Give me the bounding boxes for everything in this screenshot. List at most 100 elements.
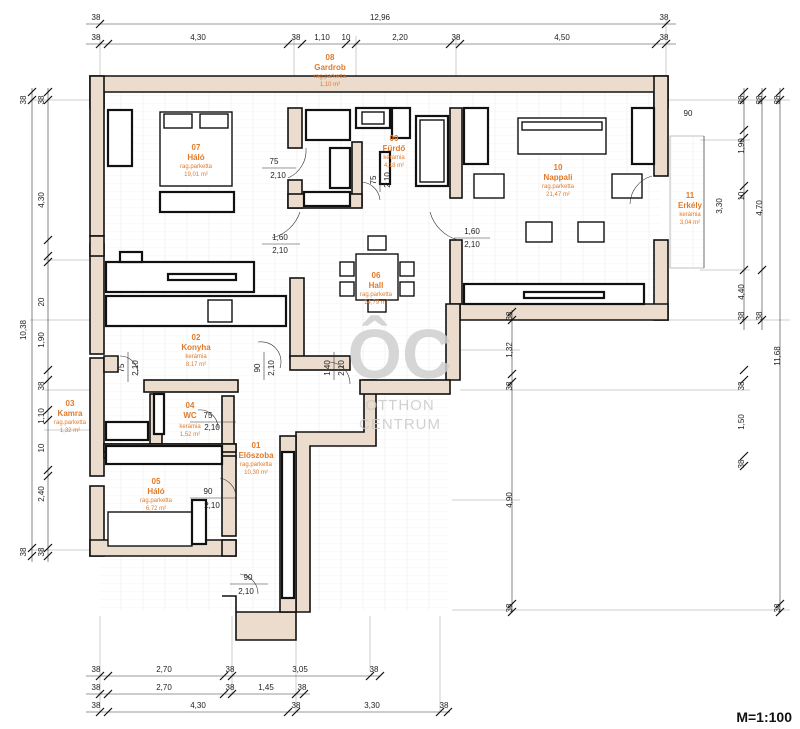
dim-right-c1: 4,70 bbox=[755, 200, 764, 216]
dimension-tick bbox=[43, 465, 53, 475]
dim-left-g: 10 bbox=[37, 443, 46, 452]
svg-text:1,10 m²: 1,10 m² bbox=[320, 82, 340, 88]
svg-text:09: 09 bbox=[390, 134, 399, 143]
room-label-08: 08 Gardrob rag.parketta 1,10 m² bbox=[314, 53, 347, 88]
dim-bot3-d: 3,30 bbox=[364, 701, 380, 710]
dim-bot2-b: 2,70 bbox=[156, 683, 172, 692]
dim-bot3-b: 4,30 bbox=[190, 701, 206, 710]
dimension-tick bbox=[227, 689, 237, 699]
dim-bot1-e: 38 bbox=[370, 665, 379, 674]
svg-text:07: 07 bbox=[192, 143, 201, 152]
svg-text:2,10: 2,10 bbox=[270, 171, 286, 180]
dimension-tick bbox=[283, 707, 293, 717]
room-labels: 07 Háló rag.parketta 19,01 m² 08 Gardrob… bbox=[54, 53, 703, 512]
dimension-tick bbox=[95, 689, 105, 699]
svg-text:kerámia: kerámia bbox=[185, 354, 207, 360]
dimension-tick bbox=[443, 707, 453, 717]
dim-right-b3: 3,30 bbox=[715, 198, 724, 214]
dimension-tick bbox=[299, 689, 309, 699]
svg-text:rag.parketta: rag.parketta bbox=[240, 462, 273, 468]
extension-lines bbox=[30, 20, 790, 712]
scale-label: M=1:100 bbox=[736, 709, 792, 725]
dimension-tick bbox=[775, 95, 785, 105]
dim-bot2-c: 38 bbox=[226, 683, 235, 692]
dimension-tick bbox=[757, 315, 767, 325]
dim-left-c: 20 bbox=[37, 297, 46, 306]
dimension-tick bbox=[341, 39, 351, 49]
dimension-tick bbox=[739, 95, 749, 105]
dimension-tick bbox=[219, 689, 229, 699]
dim-right-b0: 38 bbox=[737, 95, 746, 104]
svg-text:Kamra: Kamra bbox=[58, 409, 83, 418]
svg-text:1,40: 1,40 bbox=[323, 360, 332, 376]
otthon-centrum-logo: ÔC OTTHON CENTRUM bbox=[348, 314, 453, 433]
dim-left-i: 38 bbox=[37, 547, 46, 556]
svg-text:2,10: 2,10 bbox=[383, 172, 392, 188]
svg-text:kerámia: kerámia bbox=[679, 212, 701, 218]
svg-text:21,47 m²: 21,47 m² bbox=[546, 192, 570, 198]
dimension-tick bbox=[43, 405, 53, 415]
svg-text:rag.parketta: rag.parketta bbox=[542, 184, 575, 190]
svg-text:rag.parketta: rag.parketta bbox=[180, 164, 213, 170]
dimension-lines bbox=[31, 23, 781, 713]
room-label-05: 05 Háló rag.parketta 6,72 m² bbox=[140, 477, 173, 512]
dimension-tick bbox=[507, 369, 517, 379]
door-label-7: 75 2,10 bbox=[117, 352, 140, 382]
svg-text:90: 90 bbox=[244, 573, 253, 582]
dim-left-e: 38 bbox=[37, 381, 46, 390]
svg-text:Hall: Hall bbox=[369, 281, 384, 290]
door-label-5: 90 2,10 bbox=[253, 352, 276, 380]
dim-right-d0: 38 bbox=[773, 95, 782, 104]
dim-bot2-d: 1,45 bbox=[258, 683, 274, 692]
dim-bot2-a: 38 bbox=[92, 683, 101, 692]
door-label-1: 75 2,10 bbox=[262, 157, 296, 180]
dimension-tick bbox=[757, 95, 767, 105]
dim-bot1-d: 3,05 bbox=[292, 665, 308, 674]
svg-text:4,18 m²: 4,18 m² bbox=[384, 163, 404, 169]
dimension-tick bbox=[27, 551, 37, 561]
dimension-tick bbox=[43, 95, 53, 105]
dim-top2-e: 10 bbox=[342, 33, 351, 42]
dimension-tick bbox=[661, 39, 671, 49]
svg-text:rag.parketta: rag.parketta bbox=[360, 292, 393, 298]
dim-top2-a: 38 bbox=[92, 33, 101, 42]
dimension-tick bbox=[757, 265, 767, 275]
svg-text:75: 75 bbox=[117, 363, 126, 372]
dimension-tick bbox=[739, 125, 749, 135]
dim-mid-e1: 1,32 bbox=[505, 342, 514, 358]
dimension-tick bbox=[365, 671, 375, 681]
svg-text:rag.parketta: rag.parketta bbox=[314, 74, 347, 80]
dimension-tick bbox=[43, 235, 53, 245]
dim-bot3-e: 38 bbox=[440, 701, 449, 710]
dim-right-c2: 4,40 bbox=[737, 284, 746, 300]
dim-right-b4: 38 bbox=[737, 311, 746, 320]
dimension-tick bbox=[739, 315, 749, 325]
room-label-09: 09 Fürdő kerámia 4,18 m² bbox=[383, 134, 406, 169]
dim-left-h: 2,40 bbox=[37, 486, 46, 502]
dim-bot1-c: 38 bbox=[226, 665, 235, 674]
dimension-tick bbox=[95, 39, 105, 49]
svg-text:75: 75 bbox=[270, 157, 279, 166]
dim-left-f: 1,10 bbox=[37, 408, 46, 424]
svg-text:6,72 m²: 6,72 m² bbox=[146, 506, 166, 512]
dim-top2-h: 4,50 bbox=[554, 33, 570, 42]
dimension-tick bbox=[739, 375, 749, 385]
dim-bot3-a: 38 bbox=[92, 701, 101, 710]
dimension-tick bbox=[43, 471, 53, 481]
dimension-tick bbox=[375, 671, 385, 681]
dim-right-c0: 38 bbox=[755, 95, 764, 104]
dimension-tick bbox=[27, 543, 37, 553]
svg-text:1,60: 1,60 bbox=[464, 227, 480, 236]
dim-top2-g: 38 bbox=[452, 33, 461, 42]
svg-text:Erkély: Erkély bbox=[678, 201, 703, 210]
room-label-02: 02 Konyha kerámia 8,17 m² bbox=[181, 333, 211, 368]
dimension-tick bbox=[651, 39, 661, 49]
svg-text:11: 11 bbox=[686, 191, 695, 200]
svg-text:90: 90 bbox=[204, 487, 213, 496]
dim-top2-i: 38 bbox=[660, 33, 669, 42]
dimension-tick bbox=[43, 365, 53, 375]
dim-mid-e3: 4,90 bbox=[505, 492, 514, 508]
dim-top2-c: 38 bbox=[292, 33, 301, 42]
svg-text:2,10: 2,10 bbox=[272, 246, 288, 255]
